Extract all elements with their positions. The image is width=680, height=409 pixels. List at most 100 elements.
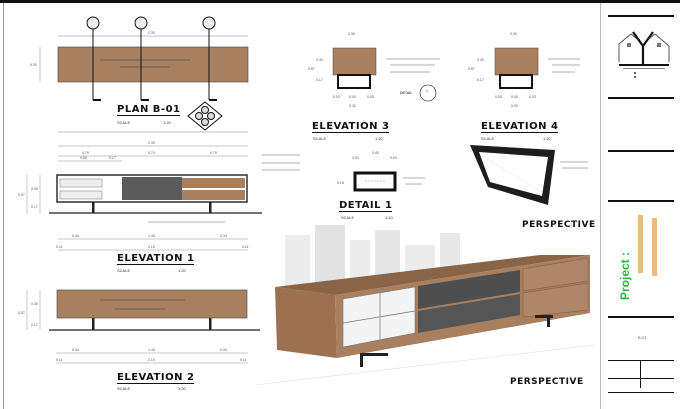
dimension-label: 0.17	[109, 156, 116, 160]
perspective-large-render	[255, 225, 596, 386]
dimension-label: 0.40	[349, 95, 356, 99]
back-panel-wood	[56, 289, 248, 319]
title-block-cell-divider	[640, 360, 641, 388]
dimension-label: 0.40	[511, 95, 518, 99]
dimension-label: 0.74	[148, 151, 155, 155]
dimension-label: 0.57	[18, 193, 25, 197]
sheet-left-border	[3, 3, 4, 409]
dimension-label: 0.03	[390, 156, 397, 160]
dimension-label: 0.11	[240, 358, 247, 362]
section-marker	[202, 16, 216, 30]
dimension-label: 2.10	[148, 358, 155, 362]
dimension-label: 0.40	[477, 58, 484, 62]
plan-drawing: 2.30 0.30	[30, 16, 249, 133]
dimension-label: 0.03	[333, 95, 340, 99]
wood-drawer	[522, 282, 589, 318]
dimension-label: 1	[426, 89, 428, 93]
section-marker	[86, 16, 100, 30]
dimension-label: 1.45	[148, 348, 155, 352]
dark-drawer	[418, 270, 520, 309]
elevation3-scale: 1:20	[375, 136, 383, 141]
dimension-label: 0.17	[316, 78, 323, 82]
elevation1-title: ELEVATION 1	[117, 253, 195, 265]
elevation4-side: 0.30 0.57 0.40 0.17 0.03 0.40 0.03 0.30	[468, 32, 580, 108]
title-block-rule	[608, 15, 674, 17]
project-label: Project :	[618, 251, 632, 300]
elevation2-drawing: 0.57 0.40 0.17 0.34 1.45 0.34 0.11 2.10 …	[18, 289, 260, 364]
dimension-label: 0.11	[242, 245, 249, 249]
title-block-rule	[608, 316, 674, 318]
dimension-label: 0.40	[31, 302, 38, 306]
dimension-label: 0.40	[31, 187, 38, 191]
detail-callout-marker	[419, 84, 437, 102]
elevation2-scale-label: SCALE	[117, 386, 131, 391]
plan-title: PLAN B-01	[117, 104, 181, 116]
dimension-label: 2.30	[148, 141, 155, 145]
dimension-label: 0.17	[31, 205, 38, 209]
dimension-label: 0.40	[372, 151, 379, 155]
dimension-label: 0.40	[316, 58, 323, 62]
dimension-label: 0.34	[72, 348, 79, 352]
detail1-drawing: 0.40 0.03 0.03 0.15	[337, 145, 588, 205]
plan-scale-label: SCALE	[117, 120, 131, 125]
leg	[92, 318, 95, 330]
elevation2-title: ELEVATION 2	[117, 372, 195, 384]
title-block-rule	[608, 392, 674, 393]
dimension-label: 0.11	[56, 358, 63, 362]
leg	[360, 353, 388, 356]
dimension-label: 0.34	[72, 234, 79, 238]
dimension-label: 1.45	[148, 234, 155, 238]
plan-dim-depth: 0.30	[30, 63, 37, 67]
elevation1-scale: 1:20	[178, 268, 186, 273]
dimension-label: 0.03	[367, 95, 374, 99]
leg	[209, 202, 212, 213]
project-name-line	[652, 218, 657, 276]
project-name-line	[638, 215, 643, 273]
dimension-label: 2.10	[148, 245, 155, 249]
leg	[535, 315, 553, 318]
plan-dim-width: 2.30	[148, 31, 155, 35]
cabinet-front	[275, 287, 337, 358]
plan-top-wood	[57, 46, 249, 83]
title-block-rule	[608, 200, 674, 202]
dimension-label: 0.11	[56, 245, 63, 249]
dimension-label: 0.30	[511, 104, 518, 108]
elevation1-drawing: 2.30 0.79 0.74 0.79 0.59 0.17 0.57 0.40 …	[18, 141, 300, 251]
dimension-label: 0.34	[220, 234, 227, 238]
dimension-label: 0.30	[349, 104, 356, 108]
plan-scale: 1:20	[163, 120, 171, 125]
title-block-rule	[608, 378, 674, 379]
dimension-label: 0.57	[468, 67, 475, 71]
dimension-label: 0.03	[495, 95, 502, 99]
detail1-scale-label: SCALE	[341, 215, 355, 220]
dark-drawer	[418, 294, 520, 333]
elevation2-scale: 1:20	[178, 386, 186, 391]
detail1-title: DETAIL 1	[339, 200, 393, 212]
leg	[92, 202, 95, 213]
dimension-label: 0.15	[337, 181, 344, 185]
elevation4-title: ELEVATION 4	[481, 121, 559, 133]
company-logo	[618, 31, 670, 78]
elevation3-side: 1 DETAIL 0.30 0.57 0.40 0.17 0.03 0.40 0…	[308, 32, 440, 108]
drawing-number: B-01	[638, 335, 647, 340]
sheet-top-border	[0, 0, 680, 3]
wood-drawer	[182, 178, 245, 188]
elevation4-scale-label: SCALE	[481, 136, 495, 141]
dimension-label: 0.17	[31, 323, 38, 327]
wood-drawer	[182, 190, 245, 200]
cabinet-top	[275, 255, 590, 295]
dimension-label: 0.59	[80, 156, 87, 160]
wood-drawer	[522, 257, 589, 292]
perspective-large-title: PERSPECTIVE	[510, 377, 584, 387]
dark-drawer-panel	[122, 177, 182, 200]
elevation4-scale: 1:20	[543, 136, 551, 141]
perspective-small-title: PERSPECTIVE	[522, 220, 596, 230]
open-shelf	[59, 190, 103, 200]
dimension-label: 0.17	[477, 78, 484, 82]
dimension-label: 0.30	[510, 32, 517, 36]
dimension-label: 0.57	[18, 311, 25, 315]
detail1-scale: 1:10	[385, 215, 393, 220]
open-shelf	[59, 178, 103, 188]
title-block-divider	[600, 3, 601, 409]
dimension-label: 0.03	[529, 95, 536, 99]
